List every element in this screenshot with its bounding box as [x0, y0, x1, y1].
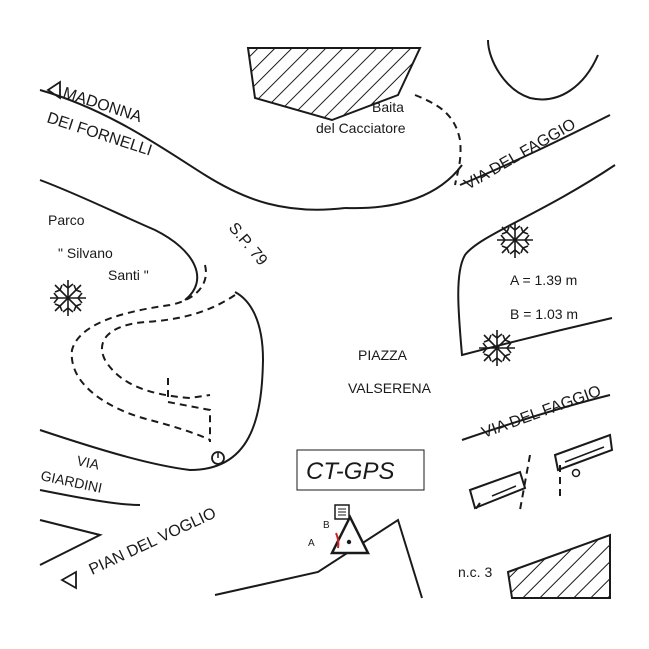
label-marker-b: B: [323, 520, 330, 531]
label-nc3: n.c. 3: [458, 564, 492, 580]
label-via-del-faggio-top: VIA DEL FAGGIO: [462, 116, 579, 194]
label-parco-line2: " Silvano: [58, 245, 113, 261]
road-edge-northwest-lower: [39, 179, 199, 301]
label-via-del-faggio-bottom: VIA DEL FAGGIO: [480, 383, 604, 442]
label-pian-del-voglio: PIAN DEL VOGLIO: [87, 505, 219, 579]
parking-path: [474, 454, 561, 511]
tree-icon: [496, 221, 534, 259]
park-path: [100, 294, 236, 400]
buildings: [246, 47, 614, 599]
road-edge-north-baita: [344, 164, 463, 210]
road-edge-northwest-upper: [39, 89, 346, 211]
baita-path: [414, 94, 462, 186]
label-baita-line2: del Cacciatore: [316, 120, 406, 136]
building-parking-left: [468, 470, 527, 510]
direction-arrow-icon: [60, 570, 77, 590]
label-offset-a: A = 1.39 m: [510, 272, 577, 288]
label-sp79: S.P. 79: [225, 220, 270, 270]
park-building-outline: [167, 378, 211, 442]
road-edge-east-island: [457, 164, 616, 357]
label-offset-b: B = 1.03 m: [510, 306, 578, 322]
tree-icon: [49, 279, 87, 317]
label-marker-a: A: [308, 538, 315, 549]
road-edge-southwest: [39, 489, 141, 506]
label-parco-line3: Santi ": [108, 267, 149, 283]
label-parco-line1: Parco: [48, 212, 85, 228]
label-baita-line1: Baita: [372, 99, 404, 115]
gps-station: [329, 504, 371, 555]
label-piazza-line1: PIAZZA: [358, 347, 408, 363]
direction-arrow-icon: [46, 80, 61, 100]
road-edge-top-east: [487, 39, 599, 101]
offset-marker: [335, 532, 340, 549]
label-via-giardini-line1: VIA: [75, 452, 101, 472]
label-piazza-line2: VALSERENA: [348, 380, 432, 396]
clock-icon: [211, 451, 225, 465]
label-station: CT-GPS: [306, 458, 394, 485]
road-edge-west-lower: [39, 291, 265, 472]
building-nc3: [506, 533, 611, 599]
building-baita: [246, 47, 422, 122]
gps-station-triangle-icon: [329, 514, 371, 555]
park-path-outer: [70, 264, 211, 441]
map-labels: MADONNA DEI FORNELLI Baita del Cacciator…: [39, 85, 603, 580]
building-parking-right: [553, 433, 614, 472]
road-edge-northeast: [459, 114, 611, 186]
station-label-box: [296, 449, 425, 491]
tree-icon: [478, 329, 516, 367]
road-edge-south-bottom: [214, 518, 423, 599]
road-edge-south-curb: [39, 519, 103, 566]
road-edges: [39, 39, 616, 599]
road-edge-piazza-east: [461, 394, 611, 441]
